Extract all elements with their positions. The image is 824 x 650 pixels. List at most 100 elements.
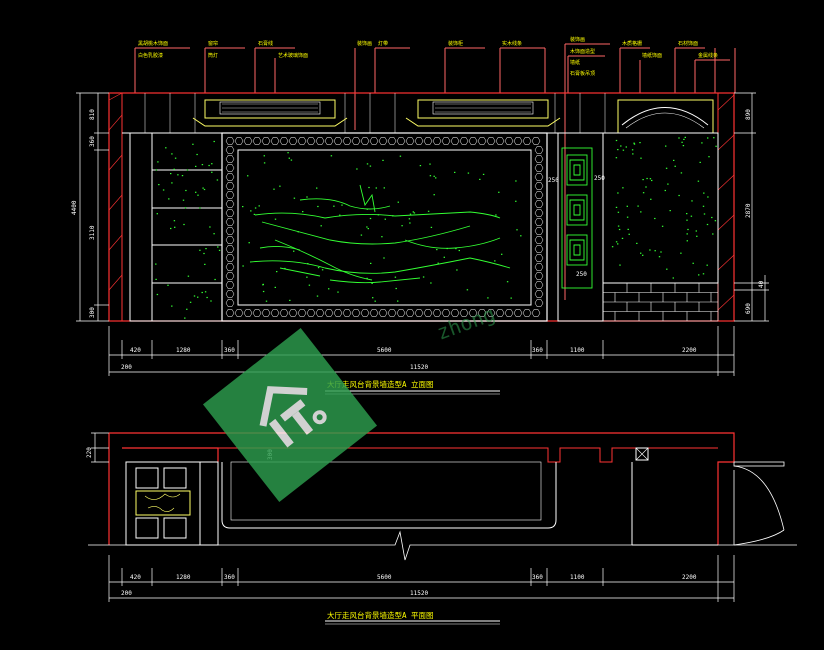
speck [482,173,485,175]
arch-window [617,99,714,134]
speck [701,142,703,144]
hex-tile [225,263,235,271]
speck [371,282,373,284]
dim-left: 300 [89,307,96,318]
speck [167,284,169,286]
dim-left-total: 4400 [71,200,78,215]
speck [399,155,402,157]
speck [213,140,215,143]
speck [273,188,275,190]
hex-tile [225,299,235,307]
hex-tile [495,309,505,317]
speck [208,164,210,167]
speck [196,153,198,156]
note-text: 木质格栅 [622,40,642,47]
dim-left-start: 200 [121,364,132,371]
speck [666,268,668,270]
hex-tile [378,309,388,317]
speck [642,179,644,181]
plan-dim-bottom: 360 [224,574,235,581]
hex-tile [534,209,544,217]
hex-tile [306,309,316,317]
speck [366,277,368,279]
speck [168,198,170,200]
hex-tile [522,137,532,145]
hex-tile [504,309,514,317]
hex-tile [534,191,544,199]
speck [288,157,290,159]
speck [615,157,618,159]
hex-tile [351,309,361,317]
speck [627,228,629,230]
note-text: 窗帘 [208,40,218,47]
speck [356,168,358,170]
ceiling-hatching [144,93,606,133]
speck [320,225,322,227]
hex-tile [534,254,544,262]
hex-tile [432,309,442,317]
speck [412,211,414,213]
speck [184,207,187,209]
speck [383,187,385,189]
speck [458,249,460,252]
note-text: 装饰画 [570,36,585,43]
speck [615,206,618,208]
hex-tile [534,272,544,280]
dim-left: 3110 [89,225,96,240]
dim-bottom: 2200 [682,347,697,354]
note-text: 艺术玻璃饰面 [278,52,308,59]
right-dimensions [734,92,769,322]
note-text: 墙纸 [570,59,580,66]
speck [446,247,448,250]
speck [206,296,208,299]
speck [413,212,416,214]
speck [682,145,685,147]
speck [307,263,309,265]
hex-tile [225,236,235,244]
speck [211,171,213,173]
speck [171,305,173,307]
speck [366,163,369,165]
note-text: 石膏板吊顶 [570,70,595,77]
speck [211,163,213,165]
hex-tile [324,309,334,317]
speck [617,192,619,194]
speck [435,177,437,179]
hex-tile [324,137,334,145]
speck [618,228,621,231]
speck [274,218,277,220]
speck [650,198,652,200]
speck [683,138,685,140]
hex-tile [225,146,235,154]
speck [242,265,244,267]
speck [155,169,158,171]
speck [372,297,374,299]
hex-tile [306,137,316,145]
feature-frame-outer [221,132,548,322]
speck [293,197,296,199]
speck [170,227,172,230]
speck [672,277,674,279]
inner-dim-label: 250 [548,177,559,184]
note-text: 装饰画 [357,40,372,47]
hex-tile [243,137,253,145]
hex-tile [270,137,280,145]
hex-tile [450,309,460,317]
speck [263,162,266,164]
speck [639,142,641,144]
speck [637,205,639,207]
hex-tile [486,309,496,317]
speck [680,172,683,174]
speck [617,225,620,227]
speck [189,301,192,303]
speck [173,168,175,170]
speck [702,205,705,207]
speck [328,288,330,290]
speck [687,228,689,231]
plan-dim-bottom: 1100 [570,574,585,581]
hex-tile [534,182,544,190]
speck [506,281,509,283]
speck [401,225,403,227]
speck [699,161,701,163]
speck [665,167,668,169]
